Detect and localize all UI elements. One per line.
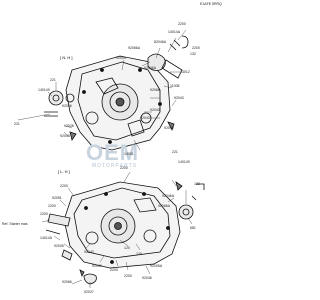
exploded-parts-diagram <box>17 29 205 288</box>
part-label: 92046 <box>142 276 152 280</box>
part-label: 92005 <box>54 244 64 248</box>
part-label: 92066A <box>158 204 171 208</box>
part-label: 92043 <box>140 116 150 120</box>
lower-side-parts <box>45 181 205 285</box>
part-label: 92046A <box>162 194 175 198</box>
part-label: 92066 <box>62 280 72 284</box>
part-label: 92028 <box>64 124 74 128</box>
part-label: 92043 <box>174 96 184 100</box>
watermark-subtitle: MOTORPARTS <box>92 163 138 169</box>
section-label-lh: [ L. H ] <box>58 169 70 174</box>
part-label: 92046 <box>62 104 72 108</box>
part-label: 92043 <box>150 108 160 112</box>
part-label: 2200 <box>110 268 118 272</box>
part-label: 2200 <box>192 46 200 50</box>
part-label: 11008 <box>170 84 180 88</box>
part-label: 120 <box>124 246 130 250</box>
part-label: 2200 <box>48 204 56 208</box>
part-label: 2200 <box>120 166 128 170</box>
part-label: 221 <box>172 150 178 154</box>
part-label: 14014A <box>40 236 53 240</box>
part-label: 132 <box>190 52 196 56</box>
part-label: 221 <box>50 78 56 82</box>
part-label: 92043 <box>84 250 94 254</box>
part-label: 140149 <box>38 88 50 92</box>
part-label: 14001 <box>124 152 134 156</box>
part-label: 221 <box>14 122 20 126</box>
part-label: 132 <box>194 182 200 186</box>
part-label: 92046 <box>60 134 70 138</box>
section-label-rh: [ N. H ] <box>60 55 73 60</box>
watermark-logo: OEM <box>86 140 140 165</box>
part-label: 681 <box>190 226 196 230</box>
part-label: 14014A <box>168 30 181 34</box>
leader-lines <box>17 29 193 288</box>
part-label: 92049 <box>164 126 174 130</box>
part-label: 92066 <box>150 88 160 92</box>
part-label: 82046A <box>154 40 167 44</box>
part-label: 120 <box>136 252 142 256</box>
part-label: 92066A <box>128 46 141 50</box>
part-label: 2200 <box>178 22 186 26</box>
part-label: 140149 <box>178 160 190 164</box>
figure-code: E1AFE 5RRQ <box>200 2 222 6</box>
part-label: 13012 <box>180 70 190 74</box>
part-label: Ref. Starter mas <box>2 222 28 226</box>
part-label: 92051 <box>52 196 62 200</box>
lower-crankcase <box>63 181 181 269</box>
part-label: 2200 <box>40 212 48 216</box>
upper-crankcase <box>65 55 171 151</box>
part-label: 92046A <box>144 66 157 70</box>
part-label: 2200 <box>60 184 68 188</box>
part-label: 2200 <box>124 274 132 278</box>
upper-side-parts <box>44 35 189 141</box>
part-label: 92027 <box>84 290 94 294</box>
part-label: 92005 <box>116 56 126 60</box>
part-label: 92049 <box>92 264 102 268</box>
part-label: 92005A <box>150 264 163 268</box>
